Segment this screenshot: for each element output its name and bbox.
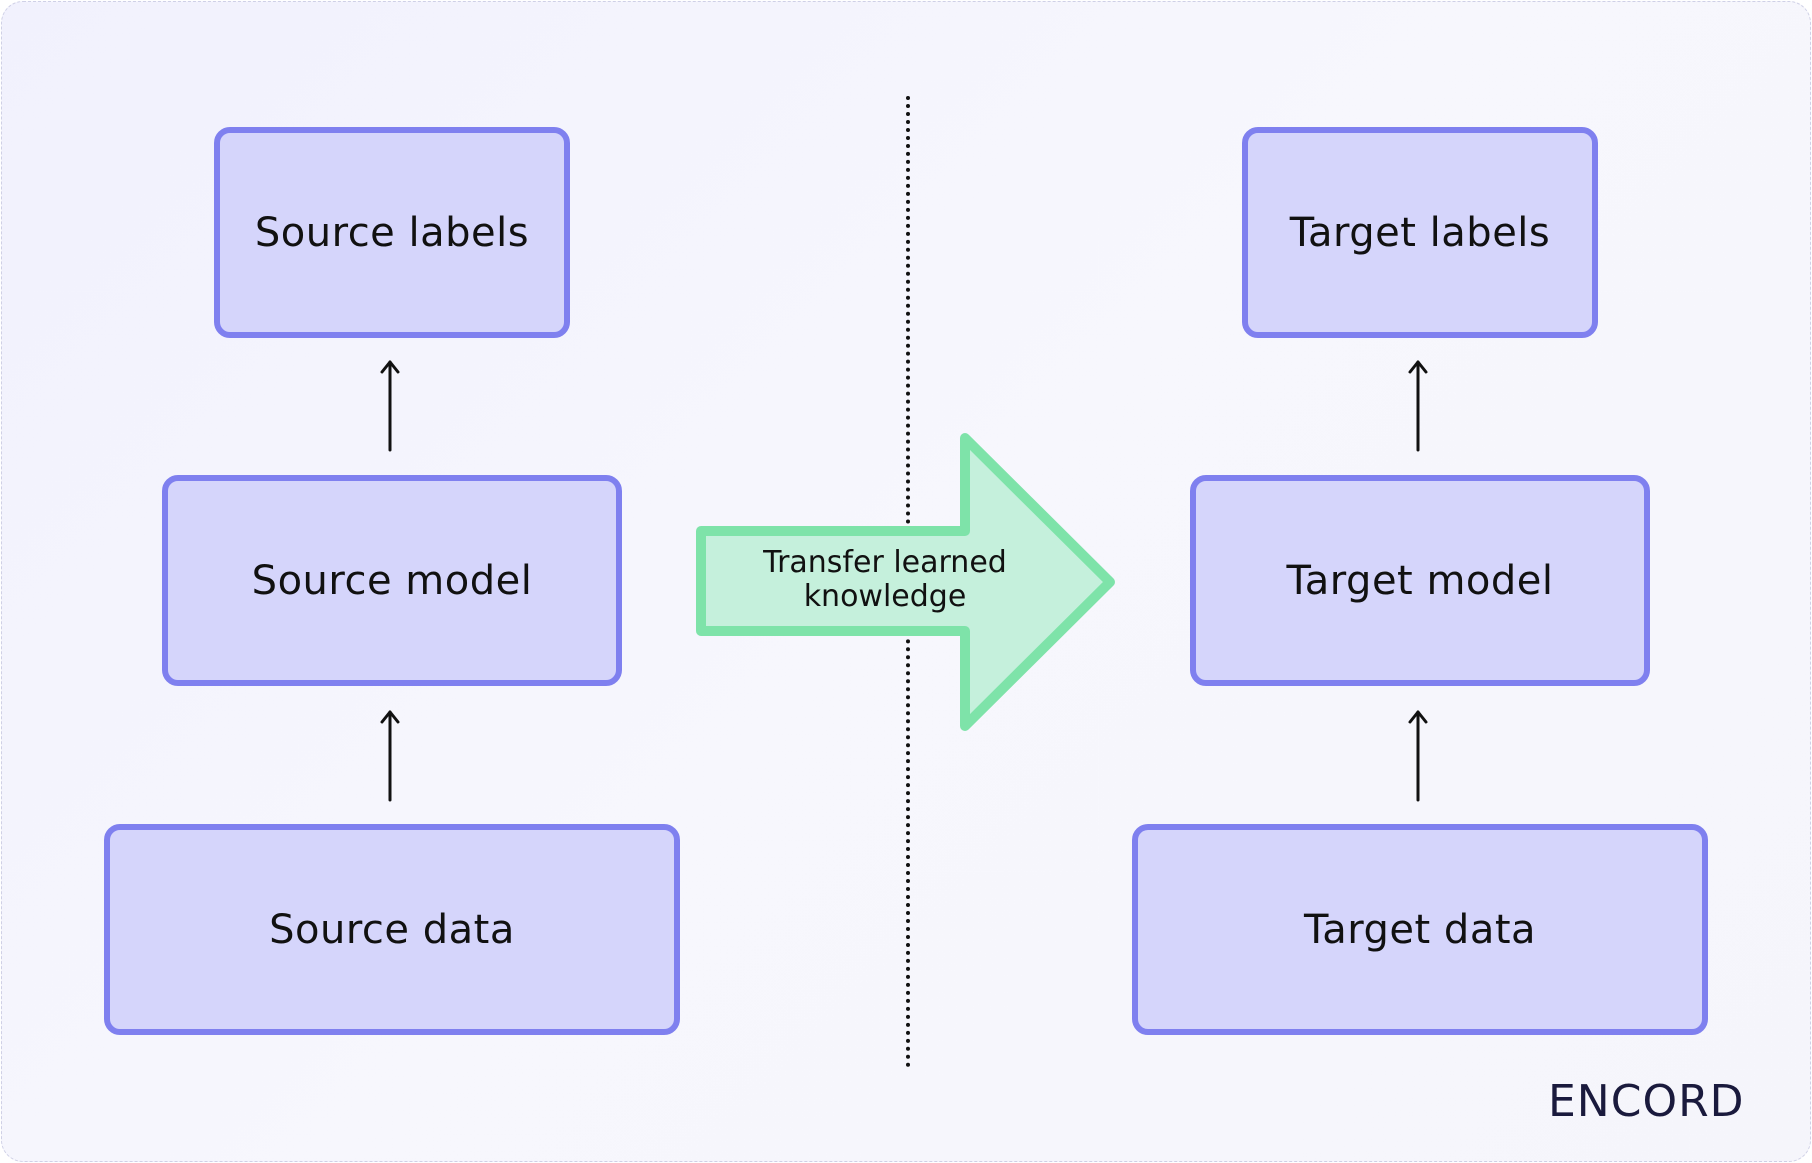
source-labels-text: Source labels <box>254 209 530 256</box>
source-labels-box: Source labels <box>214 127 570 338</box>
target-labels-box: Target labels <box>1242 127 1598 338</box>
source-model-box: Source model <box>162 475 622 686</box>
target-model-text: Target model <box>1286 557 1554 604</box>
source-data-to-model-arrow <box>380 710 400 802</box>
source-data-box: Source data <box>104 824 680 1035</box>
logo-wordmark: ENCORD <box>1548 1076 1745 1127</box>
target-labels-text: Target labels <box>1289 209 1551 256</box>
target-model-box: Target model <box>1190 475 1650 686</box>
transfer-arrow-shape <box>696 433 1115 731</box>
source-model-to-labels-arrow <box>380 360 400 452</box>
transfer-label-line-1: Transfer learned <box>763 545 1007 580</box>
source-model-text: Source model <box>251 557 533 604</box>
target-model-to-labels-arrow <box>1408 360 1428 452</box>
target-data-to-model-arrow <box>1408 710 1428 802</box>
transfer-label-line-2: knowledge <box>803 579 967 614</box>
target-data-text: Target data <box>1303 906 1537 953</box>
source-data-text: Source data <box>269 906 515 953</box>
encord-logo: ENCORD <box>1548 1078 1745 1126</box>
target-data-box: Target data <box>1132 824 1708 1035</box>
transfer-label: Transfer learned knowledge <box>720 546 1050 614</box>
